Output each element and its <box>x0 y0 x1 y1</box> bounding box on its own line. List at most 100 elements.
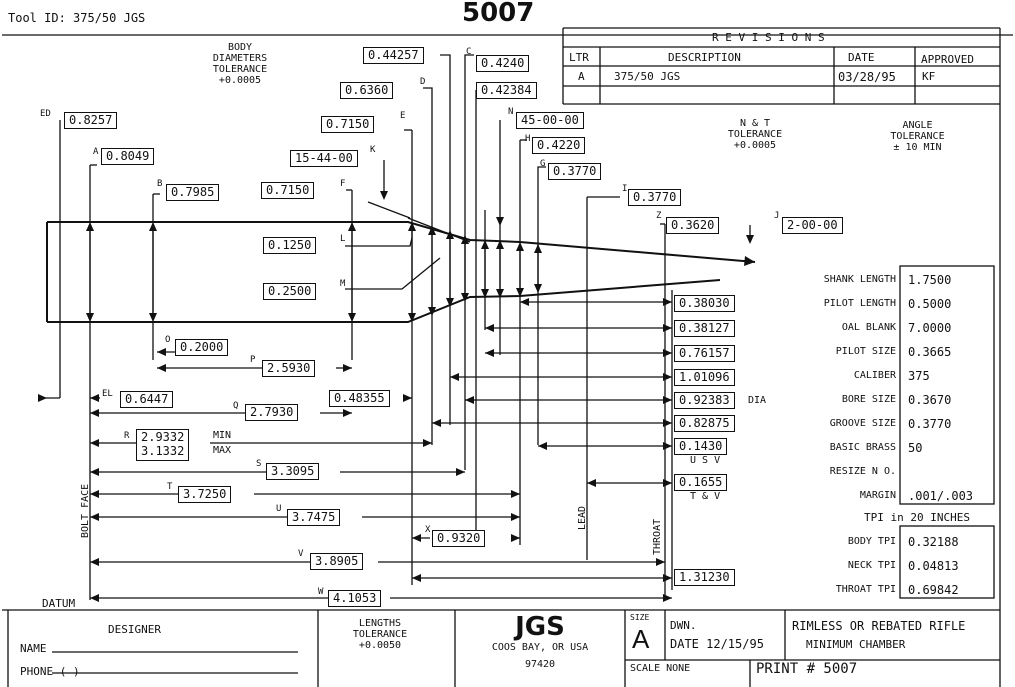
letter-x: X <box>425 525 431 535</box>
stack-2: 0.38127 <box>674 320 735 337</box>
tpi-value: 0.69842 <box>908 583 959 597</box>
stack-9: 1.31230 <box>674 569 735 586</box>
letter-h: H <box>525 134 531 144</box>
drawing-number: 5007 <box>462 0 535 28</box>
spec-label: GROOVE SIZE <box>829 418 896 429</box>
letter-ed: ED <box>40 109 51 119</box>
dim-b: 0.7985 <box>166 184 220 201</box>
rev-col-date: DATE <box>848 51 875 64</box>
title-desc-1: RIMLESS OR REBATED RIFLE <box>792 619 966 633</box>
dim-e: 0.7150 <box>321 116 375 133</box>
size-label: SIZE <box>630 613 650 622</box>
stack-3: 0.76157 <box>674 345 735 362</box>
spec-label: OAL BLANK <box>841 322 896 333</box>
spec-label: PILOT LENGTH <box>823 298 896 309</box>
letter-q: Q <box>233 401 239 411</box>
dim-q: 2.7930 <box>245 404 299 421</box>
phone-label: PHONE ( ) <box>20 665 80 678</box>
bolt-face-label: BOLT FACE <box>80 483 91 538</box>
stack-usv: U S V <box>690 455 721 466</box>
stack-8: 0.1655 <box>674 474 728 491</box>
tpi-label: NECK TPI <box>847 560 896 571</box>
dim-c: 0.4240 <box>476 55 530 72</box>
stack-6: 0.82875 <box>674 415 735 432</box>
spec-value: 7.0000 <box>908 321 952 335</box>
dim-z: 0.3620 <box>666 217 720 234</box>
spec-label: CALIBER <box>853 370 896 381</box>
rev-col-desc: DESCRIPTION <box>668 51 741 64</box>
letter-u: U <box>276 504 282 514</box>
spec-label: SHANK LENGTH <box>823 274 896 285</box>
rev-col-approved: APPROVED <box>921 53 974 66</box>
spec-value: 0.3665 <box>908 345 952 359</box>
dim-o: 0.2000 <box>175 339 229 356</box>
dim-r-min-label: MIN <box>213 430 232 441</box>
spec-value: 1.7500 <box>908 273 952 287</box>
designer-label: DESIGNER <box>108 623 161 636</box>
spec-label: MARGIN <box>859 490 896 501</box>
letter-r: R <box>124 431 130 441</box>
letter-v: V <box>298 549 304 559</box>
spec-value: 0.3770 <box>908 417 952 431</box>
dim-g: 0.3770 <box>548 163 602 180</box>
tpi-label: BODY TPI <box>847 536 896 547</box>
letter-p: P <box>250 355 256 365</box>
rev-date: 03/28/95 <box>838 70 896 84</box>
letter-o: O <box>165 335 171 345</box>
spec-value: .001/.003 <box>908 489 974 503</box>
throat-label: THROAT <box>652 518 663 555</box>
spec-label: RESIZE N O. <box>829 466 896 477</box>
letter-s: S <box>256 459 262 469</box>
dim-s: 3.3095 <box>266 463 320 480</box>
letter-i: I <box>622 184 628 194</box>
dim-r-max-label: MAX <box>213 445 232 456</box>
dim-el: 0.6447 <box>120 391 174 408</box>
letter-m: M <box>340 279 346 289</box>
letter-t: T <box>167 482 173 492</box>
spec-value: 50 <box>908 441 923 455</box>
tpi-label: THROAT TPI <box>835 584 896 595</box>
tpi-value: 0.32188 <box>908 535 959 549</box>
spec-label: BORE SIZE <box>841 394 896 405</box>
dim-x: 0.9320 <box>432 530 486 547</box>
rev-approved: KF <box>922 70 936 83</box>
size-value: A <box>632 624 650 654</box>
letter-c: C <box>466 47 472 57</box>
tpi-title: TPI in 20 INCHES <box>864 511 970 524</box>
dim-ed: 0.8257 <box>64 112 118 129</box>
dim-n: 45-00-00 <box>516 112 584 129</box>
letter-e: E <box>400 111 406 121</box>
dim-f: 0.7150 <box>261 182 315 199</box>
date-label: DATE 12/15/95 <box>670 637 764 651</box>
letter-d: D <box>420 77 426 87</box>
rev-col-ltr: LTR <box>569 51 589 64</box>
dwn-label: DWN. <box>670 619 697 632</box>
letter-z: Z <box>656 211 662 221</box>
dim-a: 0.8049 <box>101 148 155 165</box>
letter-f: F <box>340 179 346 189</box>
stack-1: 0.38030 <box>674 295 735 312</box>
company-location: COOS BAY, OR USA <box>491 642 589 653</box>
dim-l: 0.1250 <box>263 237 317 254</box>
title-desc-2: MINIMUM CHAMBER <box>806 638 906 651</box>
dim-p: 2.5930 <box>262 360 316 377</box>
letter-n: N <box>508 107 514 117</box>
tool-id: Tool ID: 375/50 JGS <box>8 11 146 25</box>
dim-c-top: 0.44257 <box>363 47 424 64</box>
rev-desc: 375/50 JGS <box>614 70 681 83</box>
print-number: PRINT # 5007 <box>756 661 858 677</box>
rev-ltr: A <box>578 70 585 83</box>
letter-g: G <box>540 159 546 169</box>
datum-label: DATUM <box>42 597 76 610</box>
stack-tsv: T & V <box>690 491 721 502</box>
letter-w: W <box>318 587 324 597</box>
letter-l: L <box>340 234 346 244</box>
dim-w: 4.1053 <box>328 590 382 607</box>
dim-u: 3.7475 <box>287 509 341 526</box>
stack-5-note: DIA <box>748 395 767 406</box>
